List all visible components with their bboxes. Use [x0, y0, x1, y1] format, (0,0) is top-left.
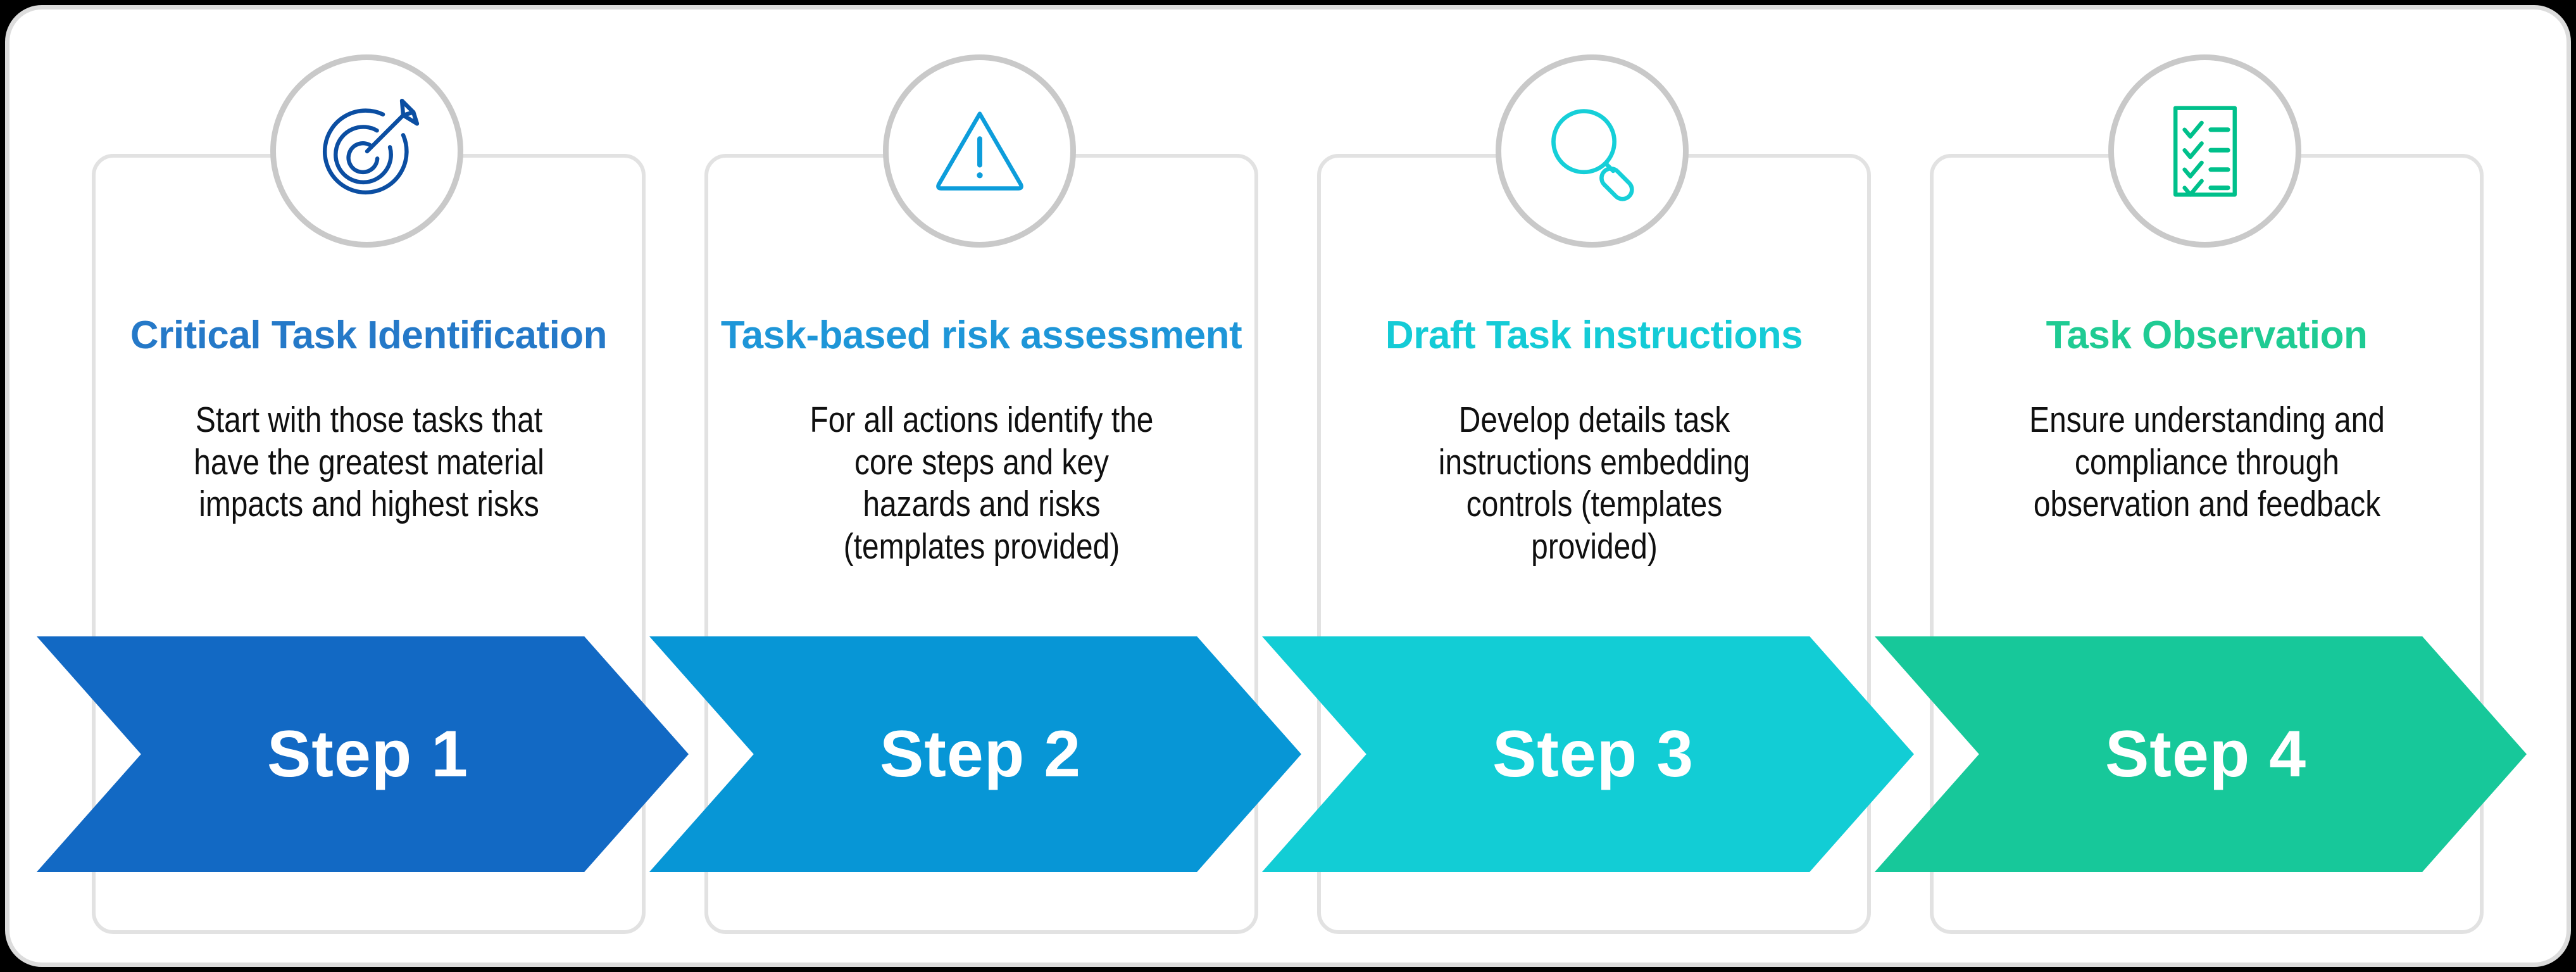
checklist-clipboard-icon: [2148, 94, 2262, 208]
step-banner-label-1: Step 1: [266, 717, 469, 791]
icon-badge-1: [270, 54, 463, 248]
step-banner-1[interactable]: Step 1: [37, 636, 689, 872]
step-title-3: Draft Task instructions: [1385, 313, 1803, 357]
step-title-4: Task Observation: [2046, 313, 2368, 357]
magnifying-glass-icon: [1534, 92, 1651, 210]
icon-badge-2: [883, 54, 1076, 248]
step-banner-3[interactable]: Step 3: [1262, 636, 1914, 872]
warning-triangle-icon: [923, 94, 1037, 208]
step-banner-2[interactable]: Step 2: [649, 636, 1301, 872]
step-banner-label-2: Step 2: [879, 717, 1082, 791]
icon-badge-3: [1496, 54, 1689, 248]
step-banner-label-4: Step 4: [2104, 717, 2307, 791]
icon-badge-4: [2108, 54, 2301, 248]
step-banner-label-3: Step 3: [1492, 717, 1694, 791]
target-bullseye-arrow-icon: [307, 91, 427, 211]
step-banner-4[interactable]: Step 4: [1875, 636, 2527, 872]
step-banner-row: Step 1 Step 2 Step 3 Step 4: [0, 636, 2576, 872]
step-title-2: Task-based risk assessment: [720, 313, 1242, 357]
step-title-1: Critical Task Identification: [130, 313, 608, 357]
